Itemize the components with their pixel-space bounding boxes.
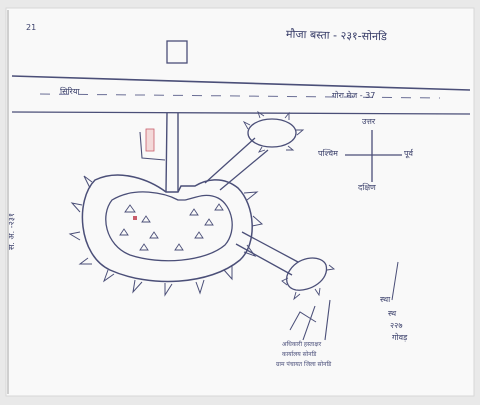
road-top-line	[11, 75, 471, 91]
stamp-line-1: अधिकारी हस्ताक्षर	[282, 341, 322, 348]
header-title: मौजा बस्ता - २३१-सोनडि	[285, 27, 387, 44]
road-label-left: सिरिया	[60, 87, 80, 96]
pen-stroke	[391, 261, 399, 301]
corner-mark: 21	[26, 23, 37, 32]
lower-small-pond	[285, 257, 328, 291]
road-label-right: गोरा मेज - 37	[332, 91, 376, 100]
compass-south-label: दक्षिण	[358, 183, 376, 192]
side-path	[139, 131, 166, 161]
road-centerline	[39, 93, 441, 99]
compass-north-label: उत्तर	[362, 117, 376, 126]
channel-to-lower-pond	[235, 231, 299, 276]
stamp-line-3: ग्राम पंचायत जिला सोनडि	[276, 361, 332, 368]
right-note-line-4: गोवड़	[392, 333, 408, 342]
channel-to-upper-pond	[204, 137, 269, 191]
upper-small-pond	[247, 118, 297, 148]
outlet-lines	[302, 299, 331, 341]
right-note-line-3: २२७	[390, 321, 403, 330]
stamp-line-2: कार्यालय सोनडि	[282, 351, 317, 358]
lower-pond-spikes	[281, 264, 336, 301]
compass-cross	[345, 130, 402, 182]
red-dot	[133, 216, 137, 220]
signature-stroke	[289, 311, 317, 331]
building-box	[166, 40, 188, 64]
right-note-line-1: स्था	[380, 295, 391, 304]
right-note-line-2: स्थ	[388, 309, 397, 318]
compass-west-label: पश्चिम	[318, 149, 338, 158]
upper-pond-spikes	[242, 110, 305, 153]
red-mark	[145, 128, 155, 152]
pond-inner	[105, 191, 233, 262]
road-bottom-line	[11, 111, 471, 115]
embankment-spikes	[68, 175, 264, 297]
margin-note: स. अ. -२३१	[7, 212, 16, 250]
channel-from-road	[165, 112, 179, 193]
compass-east-label: पूर्व	[404, 149, 413, 158]
pond-water-marks	[119, 203, 224, 251]
pond-outer-embankment	[81, 174, 253, 283]
